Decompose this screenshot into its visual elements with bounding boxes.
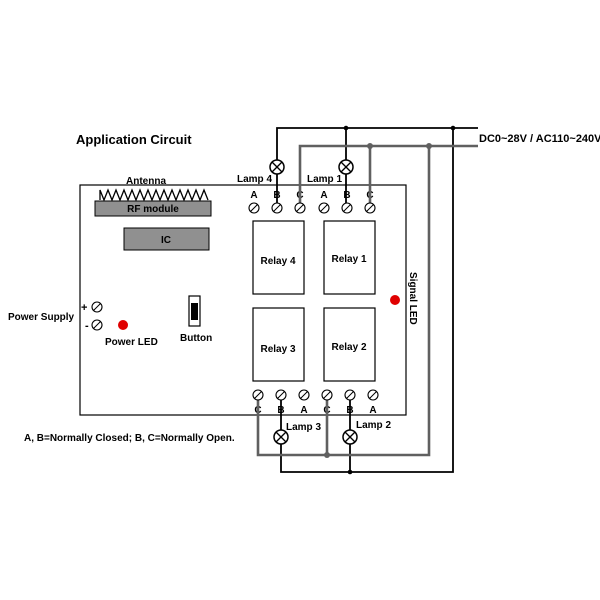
supply-wire-gray [256,144,478,457]
power-terminal-minus [91,319,103,331]
relay-1-label: Relay 1 [331,254,366,265]
bottom-terminal-a1 [298,389,310,401]
antenna-label: Antenna [126,176,166,187]
lamp-3-label: Lamp 3 [286,422,321,433]
plus-sign: + [81,302,87,314]
bottom-terminal-c1 [252,389,264,401]
bottom-terminal-a2 [367,389,379,401]
top-terminal-a2 [318,202,330,214]
relay-4 [252,220,305,295]
lamp-4-label: Lamp 4 [237,174,272,185]
supply-voltage-label: DC0~28V / AC110~240V [479,133,600,145]
relay-4-label: Relay 4 [260,256,295,267]
top-terminal-c1 [294,202,306,214]
controller-board [79,184,407,416]
wire-junctions [343,125,456,475]
contact-note: A, B=Normally Closed; B, C=Normally Open… [24,433,235,444]
diagram-title: Application Circuit [76,132,192,147]
lamp-1-icon [338,159,354,175]
button-label: Button [180,333,212,344]
signal-led [390,295,400,305]
top-terminal-c2 [364,202,376,214]
lamp-2-icon [342,429,358,445]
top-terminal-label-a1: A [250,190,257,201]
bottom-terminal-label-a2: A [369,405,376,416]
rf-module-label: RF module [127,204,179,215]
top-terminal-b1 [271,202,283,214]
power-supply-label: Power Supply [8,312,75,323]
relay-2-label: Relay 2 [331,342,366,353]
relay-3-label: Relay 3 [260,344,295,355]
ic-chip [123,227,210,251]
power-terminal-plus [91,301,103,313]
lamp-4-icon [269,159,285,175]
bottom-terminal-b1 [275,389,287,401]
signal-led-label: Signal LED [407,272,418,325]
bottom-terminal-label-a1: A [300,405,307,416]
relay-3 [252,307,305,382]
lamp-1-label: Lamp 1 [307,174,342,185]
push-button [188,295,201,327]
power-led [118,320,128,330]
relay-1 [323,220,376,295]
top-terminal-a1 [248,202,260,214]
rf-module [94,200,212,217]
lamp-2-label: Lamp 2 [356,420,391,431]
top-terminal-label-b2: B [343,190,350,201]
minus-sign: - [85,320,89,332]
lamp-3-icon [273,429,289,445]
relay-2 [323,307,376,382]
wire-junctions-gray [324,143,432,458]
power-led-label: Power LED [105,337,158,348]
lamp-wires-bottom [280,400,351,430]
bottom-terminal-b2 [344,389,356,401]
antenna-icon [99,188,209,202]
top-terminal-label-a2: A [320,190,327,201]
top-terminal-b2 [341,202,353,214]
bottom-terminal-c2 [321,389,333,401]
ic-label: IC [161,235,171,246]
